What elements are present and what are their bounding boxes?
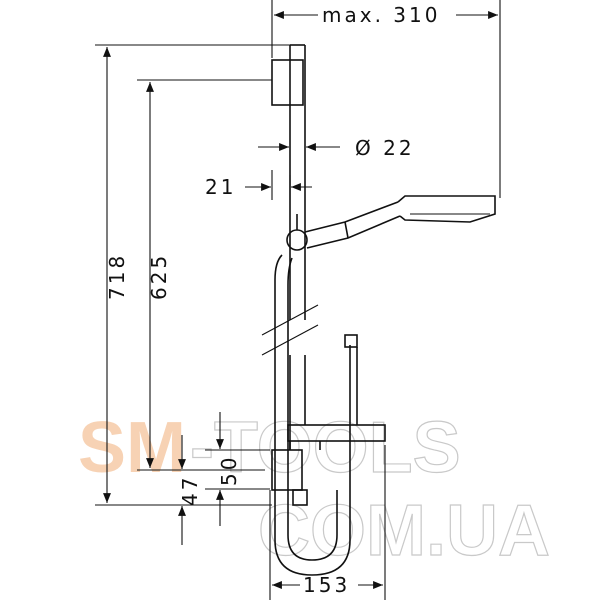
dim-label-rail-diameter: Ø 22 (355, 136, 415, 160)
dim-label-bracket-height: 50 (217, 455, 241, 486)
watermark: SM -TOOLS COM.UA (78, 407, 551, 571)
dim-hose-width: 153 (269, 445, 386, 600)
dim-max-reach: max. 310 (271, 0, 501, 198)
dim-lower-offset: 47 (178, 435, 202, 545)
dim-total-height: 718 (95, 44, 290, 506)
dim-label-total-height: 718 (105, 253, 129, 300)
shower-hose (274, 254, 358, 576)
dim-label-wall-offset: 21 (205, 175, 236, 199)
dim-label-bracket-distance: 625 (147, 253, 171, 300)
dim-label-lower-offset: 47 (178, 475, 202, 506)
dim-bracket-height: 50 (205, 412, 270, 526)
hand-shower (286, 195, 496, 251)
dim-rail-diameter: Ø 22 (258, 136, 415, 160)
watermark-suffix: -TOOLS (190, 408, 461, 488)
dim-label-max-reach: max. 310 (322, 3, 440, 27)
shower-rail (261, 44, 386, 506)
watermark-brand: SM (78, 408, 186, 488)
dim-label-hose-width: 153 (303, 573, 350, 597)
dim-wall-offset: 21 (205, 170, 312, 200)
dim-bracket-distance: 625 (137, 79, 272, 471)
